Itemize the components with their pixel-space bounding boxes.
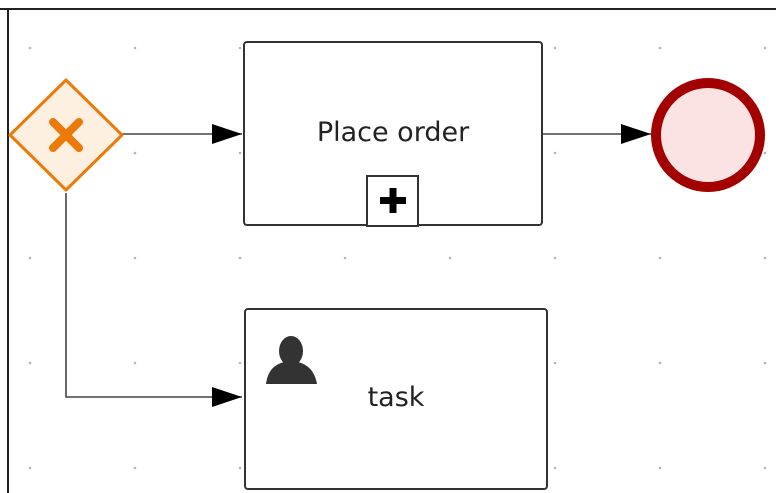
- grid-dot: [553, 466, 557, 470]
- grid-dot: [238, 361, 242, 365]
- task-box: [244, 308, 548, 490]
- grid-dot: [658, 361, 662, 365]
- grid-dot: [28, 466, 32, 470]
- grid-dot: [133, 256, 137, 260]
- grid-dot: [763, 256, 767, 260]
- grid-dot: [28, 256, 32, 260]
- grid-dot: [553, 151, 557, 155]
- grid-dot: [553, 46, 557, 50]
- grid-dot: [238, 151, 242, 155]
- grid-dot: [658, 256, 662, 260]
- user-task[interactable]: task: [244, 308, 548, 490]
- task-label: task: [368, 382, 425, 413]
- subprocess-place-order[interactable]: Place order: [243, 41, 543, 227]
- grid-dot: [553, 256, 557, 260]
- grid-dot: [133, 466, 137, 470]
- sequence-flows: [65, 124, 651, 407]
- grid-dot: [238, 466, 242, 470]
- grid-dot: [658, 46, 662, 50]
- flow-gateway-to-task[interactable]: [65, 193, 242, 407]
- grid-dot: [133, 46, 137, 50]
- grid-dot: [133, 361, 137, 365]
- subprocess-label: Place order: [317, 117, 470, 148]
- grid-dot: [763, 361, 767, 365]
- end-event[interactable]: [651, 78, 765, 192]
- grid-dot: [28, 361, 32, 365]
- grid-dot: [238, 256, 242, 260]
- grid-dot: [763, 151, 767, 155]
- grid-dot: [763, 46, 767, 50]
- x-icon: [49, 118, 83, 152]
- grid-dot: [28, 46, 32, 50]
- grid-dot: [658, 466, 662, 470]
- plus-icon[interactable]: [366, 175, 419, 227]
- exclusive-gateway[interactable]: [8, 78, 124, 192]
- grid-dot: [238, 46, 242, 50]
- grid-dot: [448, 256, 452, 260]
- grid-dot: [133, 151, 137, 155]
- user-icon: [266, 336, 317, 384]
- grid-dot: [343, 256, 347, 260]
- grid-dot: [763, 466, 767, 470]
- grid-dot: [553, 361, 557, 365]
- end-event-circle: [651, 78, 765, 192]
